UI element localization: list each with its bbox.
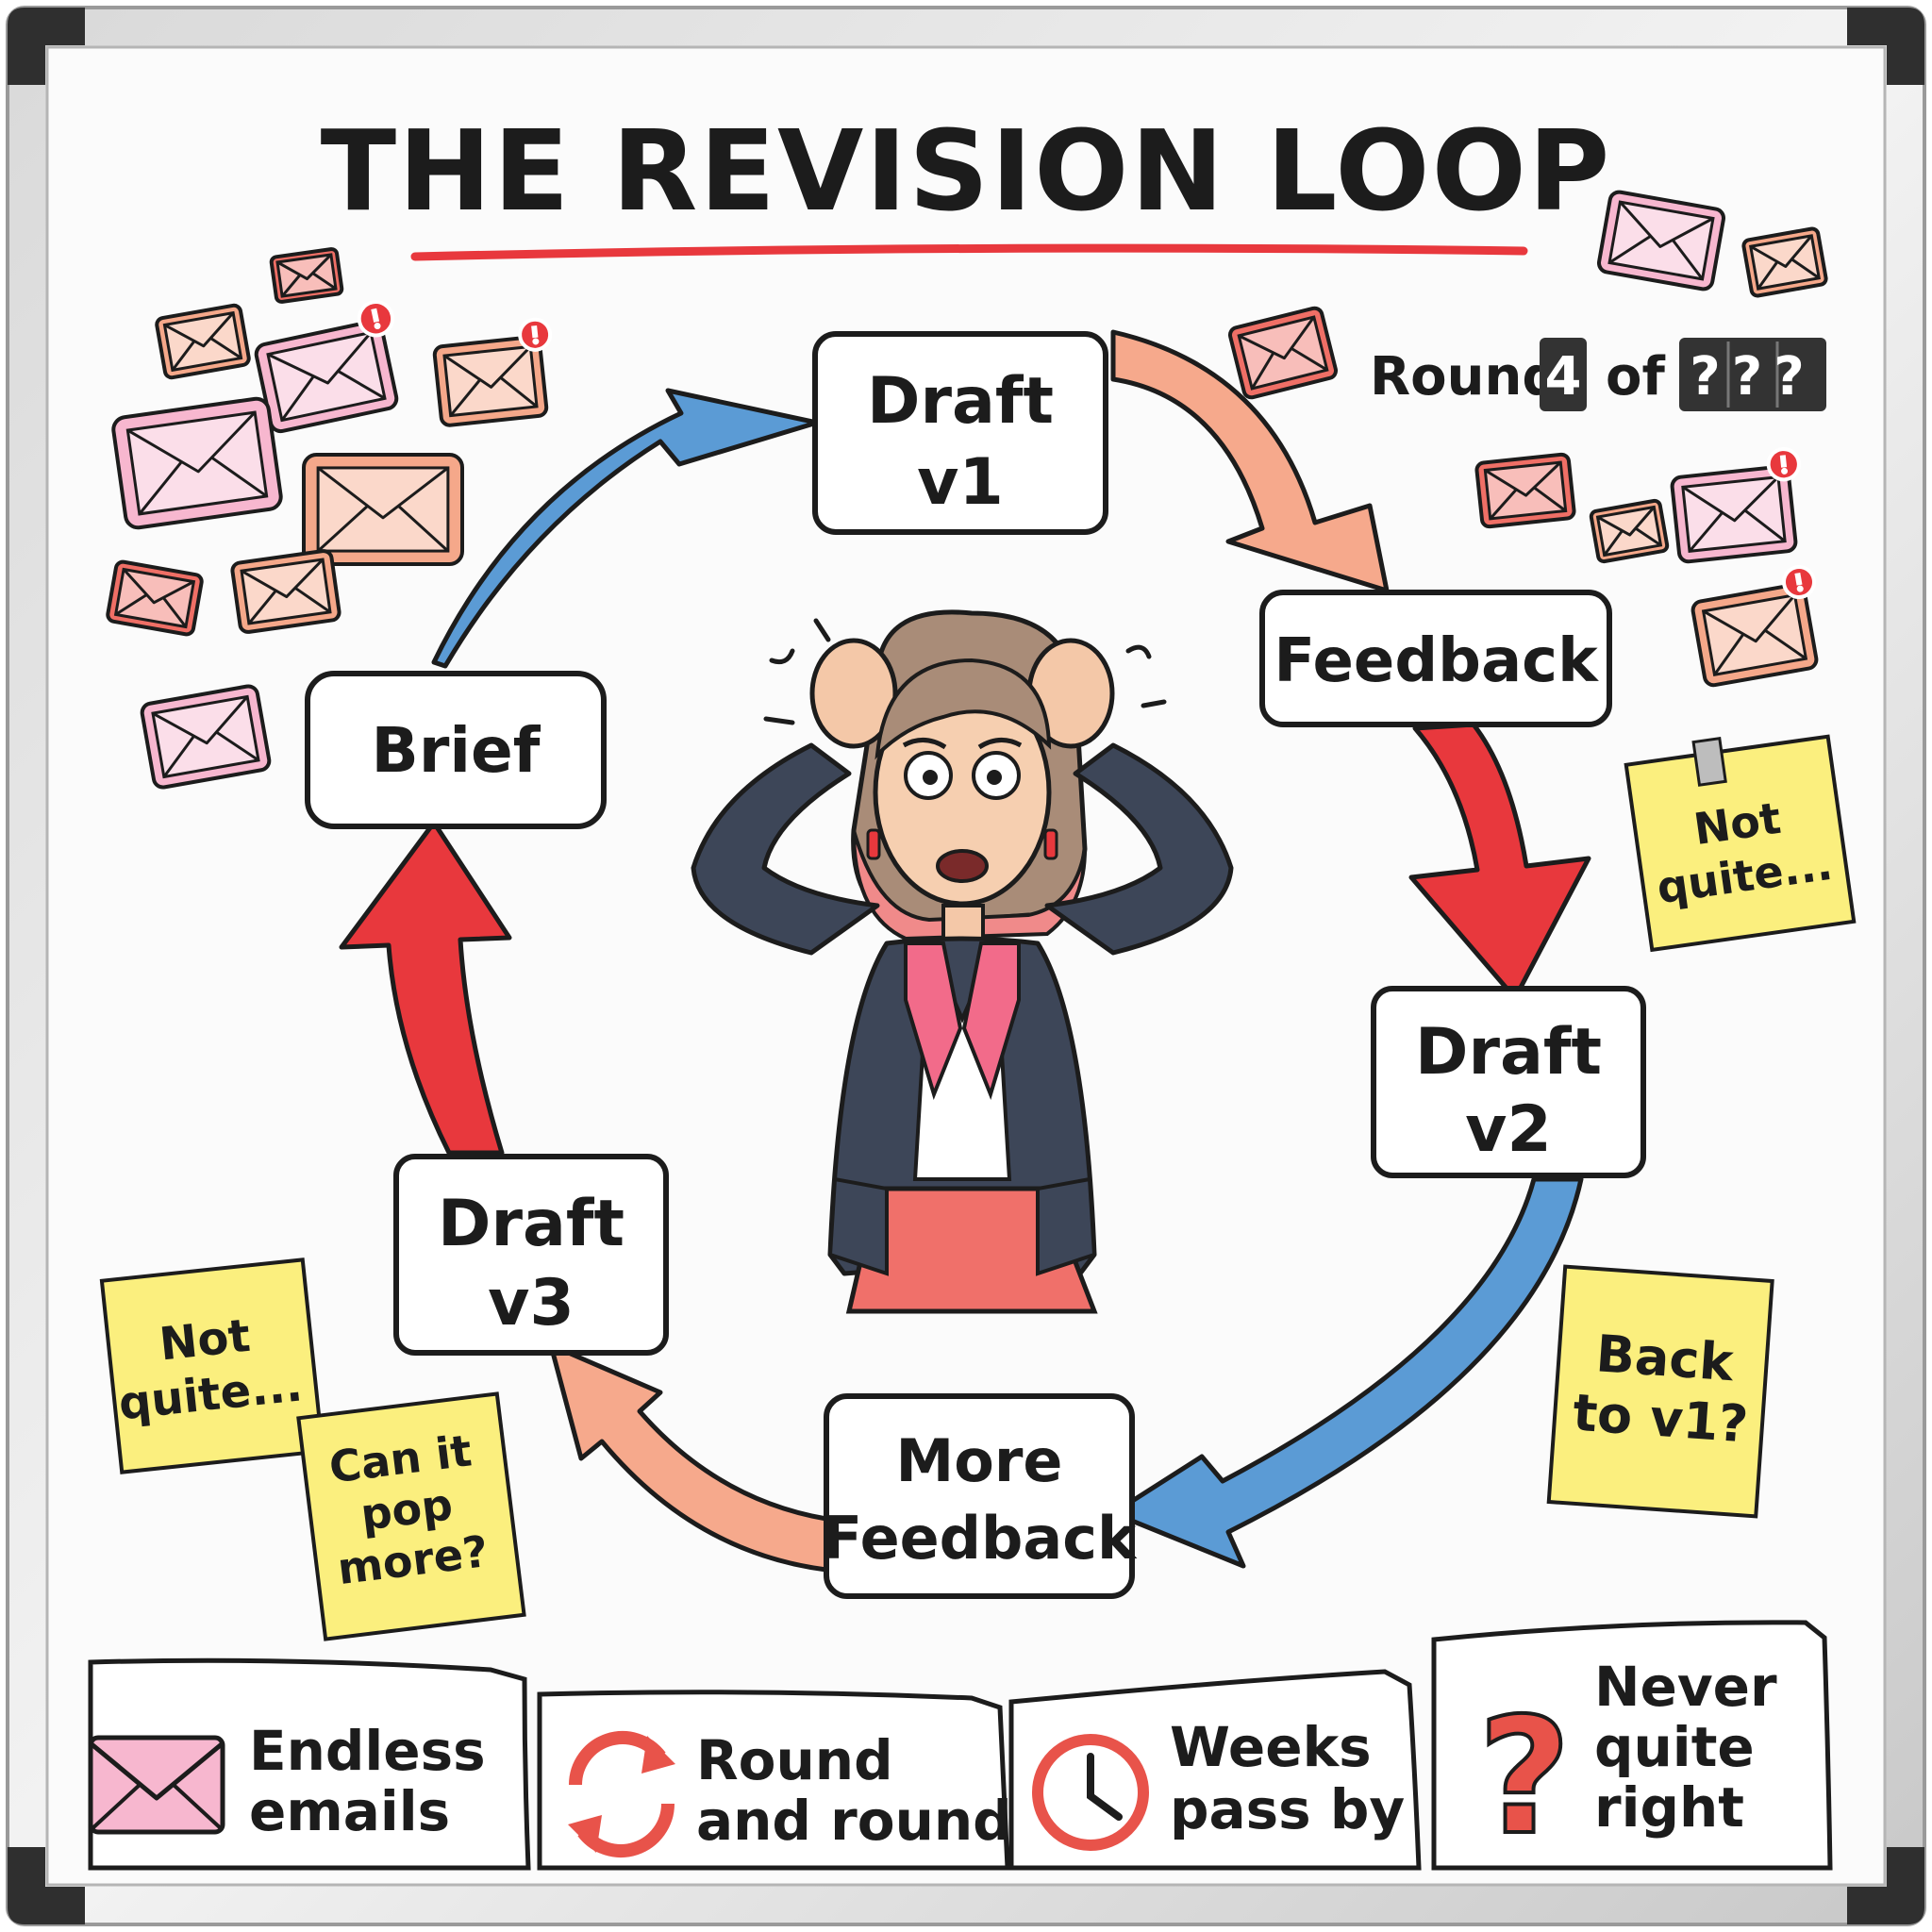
arrow-draft-v2-to-more-feedback [1110,1176,1584,1569]
step-label: Brief [372,714,541,787]
corner-cap [8,1847,85,1924]
footer-label: Endless [249,1719,486,1783]
step-label: Draft [438,1187,625,1261]
page-title: THE REVISION LOOP [321,106,1612,236]
envelope-icon [111,396,283,530]
step-box-more-feedback: More Feedback [823,1393,1138,1599]
footer-label: right [1594,1775,1744,1840]
corner-cap [8,8,85,85]
sticky-note-text: pop [358,1478,455,1540]
step-box-draft-v1: Draft v1 [812,331,1108,535]
cycle-arrows [339,329,1591,1573]
envelope-icon [230,549,341,634]
step-label: Draft [1415,1015,1602,1090]
step-sublabel: Feedback [823,1504,1138,1573]
envelope-icon [1474,452,1576,529]
footer-label: emails [249,1779,450,1843]
round-total: ??? [1690,346,1815,408]
step-box-feedback: Feedback [1259,590,1612,727]
arrow-draft-v3-to-brief [339,820,512,1156]
sticky-note-text: Back [1594,1324,1737,1392]
envelope-icon [302,453,464,566]
round-current: 4 [1545,346,1582,408]
tape [1691,737,1727,787]
corner-cap [1847,1847,1924,1924]
envelope-icon [1670,447,1801,564]
sticky-note-text: to v1? [1571,1383,1750,1455]
step-sublabel: v3 [488,1266,575,1341]
round-of-label: of [1606,346,1665,408]
alert-badge-icon [518,317,553,352]
step-sublabel: v2 [1465,1092,1552,1167]
envelope-icon [1227,306,1339,400]
envelope-icon [254,300,399,434]
envelope-cluster [106,190,1828,790]
corner-cap [1847,8,1924,85]
footer-strip: Endless emails Round and round Weeks pas… [88,1620,1833,1873]
round-label: Round [1370,346,1559,408]
envelope-icon [88,1735,225,1835]
sticky-note-can-it-pop-more: Can it pop more? [296,1391,526,1641]
question-mark-icon: ? [1478,1684,1572,1871]
step-label: More [896,1426,1063,1495]
arrow-more-feedback-to-draft-v3 [548,1342,829,1573]
envelope-icon [106,559,204,637]
footer-label: pass by [1170,1777,1405,1841]
arrow-brief-to-draft-v1 [431,388,820,669]
round-current-box [1540,338,1587,411]
step-box-brief: Brief [305,671,607,829]
step-label: Draft [867,364,1054,439]
step-label: Feedback [1274,626,1599,696]
round-total-box [1679,338,1826,411]
alert-badge-icon [1781,564,1816,599]
footer-label: Never [1594,1655,1777,1719]
envelope-icon [1589,498,1670,564]
footer-label: Round [696,1728,893,1792]
arrow-draft-v1-to-feedback [1110,329,1390,593]
arrow-feedback-to-draft-v2 [1408,722,1591,1001]
step-box-draft-v2: Draft v2 [1371,986,1646,1178]
envelope-icon [1741,226,1828,298]
sticky-note-not-quite-left: Not quite... [99,1257,325,1474]
refresh-icon [568,1731,675,1857]
sticky-note-back-to-v1: Back to v1? [1546,1264,1774,1519]
envelope-icon [432,317,553,427]
stressed-person-illustration [691,609,1234,1314]
step-box-draft-v3: Draft v3 [393,1154,669,1356]
sticky-note-text: Not [1690,792,1784,855]
envelope-icon [155,303,251,380]
sticky-note-text: Not [157,1309,252,1372]
step-sublabel: v1 [917,445,1004,520]
footer-panel [1431,1620,1833,1871]
sticky-note-not-quite-right: Not quite... [1624,734,1857,953]
clock-icon [1032,1734,1149,1851]
alert-badge-icon [357,300,395,338]
round-counter: Round 4 of ??? [1370,338,1826,411]
footer-label: and round [696,1789,1012,1853]
envelope-icon [1690,564,1819,688]
envelope-icon [1597,190,1725,291]
envelope-icon [140,684,272,790]
title-underline [410,243,1528,261]
envelope-icon [269,247,344,304]
alert-badge-icon [1766,447,1801,482]
footer-label: Weeks [1170,1715,1372,1779]
footer-label: quite [1594,1715,1755,1779]
